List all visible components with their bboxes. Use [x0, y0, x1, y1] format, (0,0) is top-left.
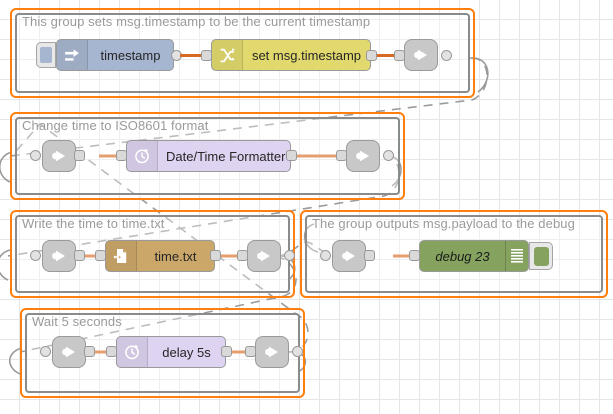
- node-delay-5s[interactable]: delay 5s: [116, 336, 226, 368]
- node-inject-timestamp[interactable]: timestamp: [56, 39, 174, 71]
- group-debug-label: The group outputs msg.payload to the deb…: [312, 216, 575, 231]
- link-out-icon: [257, 250, 270, 262]
- datetime-output-port[interactable]: [286, 150, 297, 161]
- change-output-port[interactable]: [366, 50, 377, 61]
- node-delay-5s-label: delay 5s: [162, 344, 211, 360]
- clock-icon: [127, 141, 158, 171]
- link-in-node-3[interactable]: [42, 240, 76, 272]
- link-in-icon: [52, 250, 65, 262]
- link-out-5-output-port[interactable]: [292, 346, 303, 357]
- link-out-1-output-port[interactable]: [441, 50, 452, 61]
- file-output-port[interactable]: [210, 250, 221, 261]
- clock-icon: [117, 337, 148, 367]
- link-in-2-input-port[interactable]: [30, 150, 41, 161]
- group-iso8601-label: Change time to ISO8601 format: [22, 118, 209, 133]
- link-in-node-2[interactable]: [42, 140, 76, 172]
- group-delay-label: Wait 5 seconds: [32, 314, 122, 329]
- inject-button-glyph: [40, 47, 52, 63]
- clock-glyph: [135, 148, 149, 164]
- file-arrow-glyph: [113, 249, 127, 263]
- link-out-node-3[interactable]: [247, 240, 281, 272]
- inject-trigger-button[interactable]: [36, 42, 56, 68]
- link-in-4-input-port[interactable]: [320, 250, 331, 261]
- link-out-node-1[interactable]: [404, 39, 438, 71]
- delay-output-port[interactable]: [221, 346, 232, 357]
- node-file-time-txt[interactable]: time.txt: [105, 240, 215, 272]
- node-change-set-timestamp-label: set msg.timestamp: [251, 47, 362, 63]
- node-change-set-timestamp[interactable]: set msg.timestamp: [211, 39, 371, 71]
- link-in-icon: [62, 346, 75, 358]
- node-datetime-formatter[interactable]: Date/Time Formatter: [126, 140, 291, 172]
- debug-lines-glyph: [511, 249, 523, 263]
- file-arrow-icon: [106, 241, 137, 271]
- swap-arrows-icon: [212, 40, 243, 70]
- node-inject-timestamp-label: timestamp: [100, 47, 161, 63]
- clock-glyph: [125, 344, 139, 360]
- debug-lines-icon: [505, 241, 528, 271]
- inject-output-port[interactable]: [171, 50, 182, 61]
- link-out-icon: [414, 49, 427, 61]
- link-in-4-output-port[interactable]: [364, 250, 375, 261]
- link-in-node-4[interactable]: [332, 240, 366, 272]
- link-in-3-output-port[interactable]: [74, 250, 85, 261]
- debug-enable-toggle[interactable]: [529, 242, 553, 270]
- link-in-3-input-port[interactable]: [30, 250, 41, 261]
- link-in-icon: [52, 150, 65, 162]
- node-datetime-formatter-label: Date/Time Formatter: [166, 148, 286, 164]
- inject-arrow-icon: [57, 40, 88, 70]
- link-out-icon: [265, 346, 278, 358]
- link-in-5-output-port[interactable]: [84, 346, 95, 357]
- inject-arrow-glyph: [64, 48, 79, 61]
- swap-arrows-glyph: [220, 47, 235, 62]
- node-debug-23[interactable]: debug 23: [419, 240, 529, 272]
- group-timestamp-label: This group sets msg.timestamp to be the …: [22, 14, 371, 29]
- node-debug-23-label: debug 23: [435, 248, 490, 264]
- debug-toggle-glyph: [533, 246, 549, 266]
- link-in-icon: [342, 250, 355, 262]
- link-out-3-output-port[interactable]: [284, 250, 295, 261]
- node-file-time-txt-label: time.txt: [154, 248, 197, 264]
- link-out-2-output-port[interactable]: [383, 150, 394, 161]
- link-in-node-5[interactable]: [52, 336, 86, 368]
- link-out-node-2[interactable]: [346, 140, 380, 172]
- link-out-icon: [356, 150, 369, 162]
- group-writefile-label: Write the time to time.txt: [22, 216, 165, 231]
- link-in-2-output-port[interactable]: [74, 150, 85, 161]
- link-in-5-input-port[interactable]: [40, 346, 51, 357]
- link-out-node-5[interactable]: [255, 336, 289, 368]
